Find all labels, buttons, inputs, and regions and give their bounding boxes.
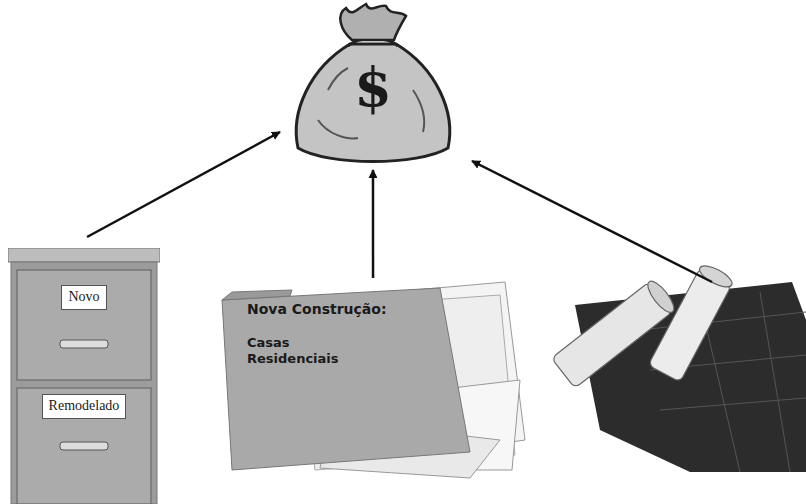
drawer-label: Remodelado xyxy=(42,394,127,419)
blueprint-rolls xyxy=(551,262,806,472)
filing-cabinet-node: NovoRemodelado xyxy=(8,248,160,504)
money-bag-node: $ xyxy=(288,0,458,165)
drawer-label: Novo xyxy=(61,285,106,310)
folder-subtitle: Casas Residenciais xyxy=(247,335,359,366)
folder-title: Nova Construção: xyxy=(247,301,447,318)
flow-arrow xyxy=(87,132,280,237)
blueprint-arrow xyxy=(472,161,712,282)
flow-arrow xyxy=(372,170,375,278)
project-folder-node: Nova Construção: Casas Residenciais xyxy=(225,285,460,460)
currency-symbol: $ xyxy=(328,55,418,120)
paper-stack xyxy=(222,282,525,478)
